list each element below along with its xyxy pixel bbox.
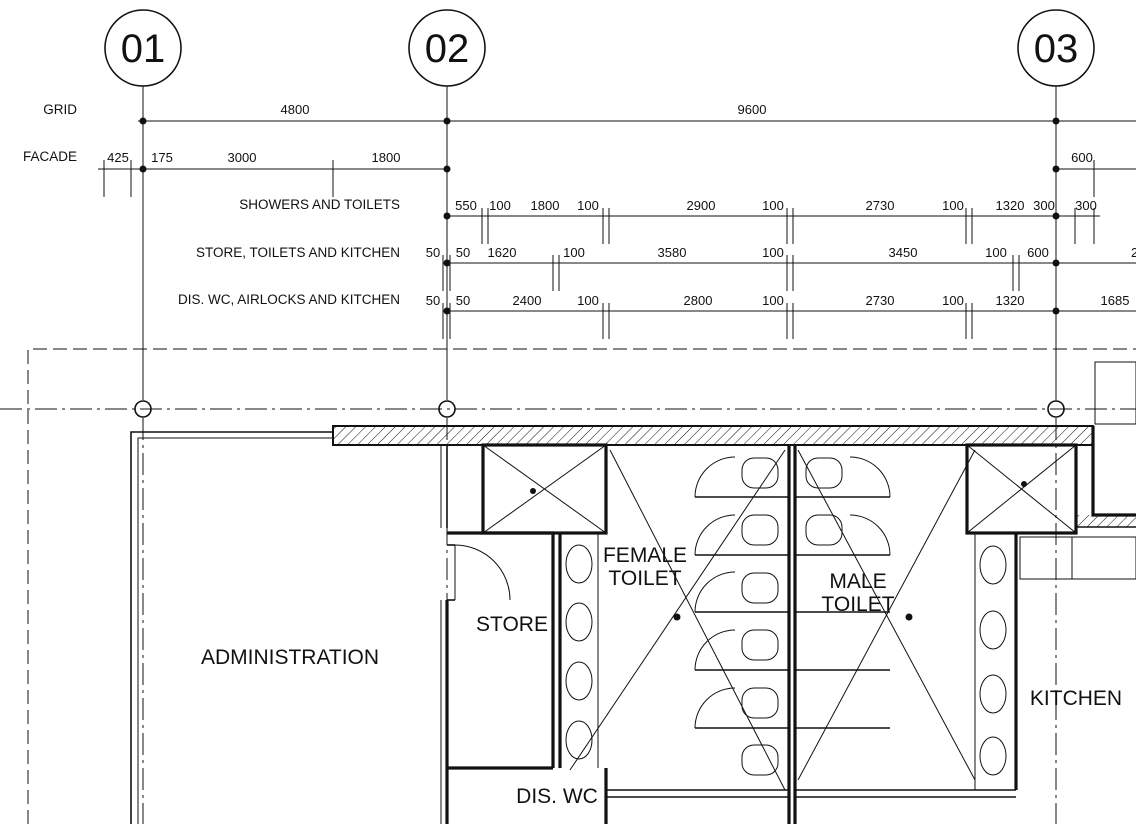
dim-value: 50 bbox=[456, 245, 470, 260]
grid-bubble-02: 02 bbox=[408, 9, 486, 87]
dim-value: 1320 bbox=[996, 293, 1025, 308]
dimension-lines bbox=[98, 117, 1136, 339]
dim-value: 100 bbox=[942, 198, 964, 213]
cubicles bbox=[694, 456, 891, 776]
dim-value: 300 bbox=[1033, 198, 1055, 213]
dim-value: 100 bbox=[985, 245, 1007, 260]
dim-value: 100 bbox=[563, 245, 585, 260]
dim-value: 425 bbox=[107, 150, 129, 165]
room-label-dis-wc: DIS. WC bbox=[516, 785, 598, 808]
dim-value: 1320 bbox=[996, 198, 1025, 213]
dim-value: 100 bbox=[762, 293, 784, 308]
dim-value: 50 bbox=[456, 293, 470, 308]
grid-tag-03: 03 bbox=[1034, 27, 1079, 71]
dim-value: 1800 bbox=[372, 150, 401, 165]
grid-tag-02: 02 bbox=[425, 27, 470, 71]
room-label-administration: ADMINISTRATION bbox=[201, 646, 379, 669]
dim-value: 100 bbox=[762, 198, 784, 213]
walls bbox=[130, 361, 1136, 824]
site-boundary bbox=[27, 348, 1136, 824]
grid-lines bbox=[0, 86, 1136, 824]
dim-value: 2730 bbox=[866, 293, 895, 308]
row-label-store: STORE, TOILETS AND KITCHEN bbox=[196, 245, 400, 260]
dim-value: 9600 bbox=[738, 102, 767, 117]
row-label-dis: DIS. WC, AIRLOCKS AND KITCHEN bbox=[178, 292, 400, 307]
room-label-female-toilet-2: TOILET bbox=[608, 567, 681, 590]
dim-value: 3450 bbox=[889, 245, 918, 260]
room-label-store: STORE bbox=[476, 613, 548, 636]
dim-value: 1685 bbox=[1101, 293, 1130, 308]
dim-value: 2400 bbox=[513, 293, 542, 308]
row-label-showers: SHOWERS AND TOILETS bbox=[239, 197, 400, 212]
dim-value: 1800 bbox=[531, 198, 560, 213]
dim-value: 100 bbox=[577, 293, 599, 308]
dim-value: 600 bbox=[1071, 150, 1093, 165]
dim-value: 1620 bbox=[488, 245, 517, 260]
dimension-values: 4800 9600 425 175 3000 1800 600 550 100 … bbox=[107, 102, 1136, 308]
dim-value: 2900 bbox=[687, 198, 716, 213]
grid-bubble-03: 03 bbox=[1017, 9, 1095, 87]
dim-value: 300 bbox=[1075, 198, 1097, 213]
grid-tag-01: 01 bbox=[121, 27, 166, 71]
room-label-kitchen: KITCHEN bbox=[1030, 687, 1122, 710]
row-label-facade: FACADE bbox=[23, 149, 77, 164]
dim-value: 100 bbox=[577, 198, 599, 213]
dim-value: 4800 bbox=[281, 102, 310, 117]
dim-value: 3000 bbox=[228, 150, 257, 165]
dim-value: 2730 bbox=[866, 198, 895, 213]
dim-value: 227 bbox=[1131, 245, 1136, 260]
dim-value: 2800 bbox=[684, 293, 713, 308]
dim-value: 175 bbox=[151, 150, 173, 165]
dim-value: 100 bbox=[762, 245, 784, 260]
dim-value: 50 bbox=[426, 245, 440, 260]
dim-value: 550 bbox=[455, 198, 477, 213]
room-label-female-toilet: FEMALE bbox=[603, 544, 687, 567]
room-label-male-toilet: MALE bbox=[829, 570, 886, 593]
basins bbox=[565, 544, 1007, 776]
room-label-male-toilet-2: TOILET bbox=[821, 593, 894, 616]
dim-value: 100 bbox=[489, 198, 511, 213]
dim-value: 50 bbox=[426, 293, 440, 308]
dim-value: 100 bbox=[942, 293, 964, 308]
dim-value: 3580 bbox=[658, 245, 687, 260]
room-labels: ADMINISTRATION STORE FEMALE TOILET MALE … bbox=[201, 544, 1122, 808]
row-label-grid: GRID bbox=[43, 102, 77, 117]
dim-value: 600 bbox=[1027, 245, 1049, 260]
ceiling-diagonals bbox=[569, 449, 976, 791]
grid-bubble-01: 01 bbox=[104, 9, 182, 87]
